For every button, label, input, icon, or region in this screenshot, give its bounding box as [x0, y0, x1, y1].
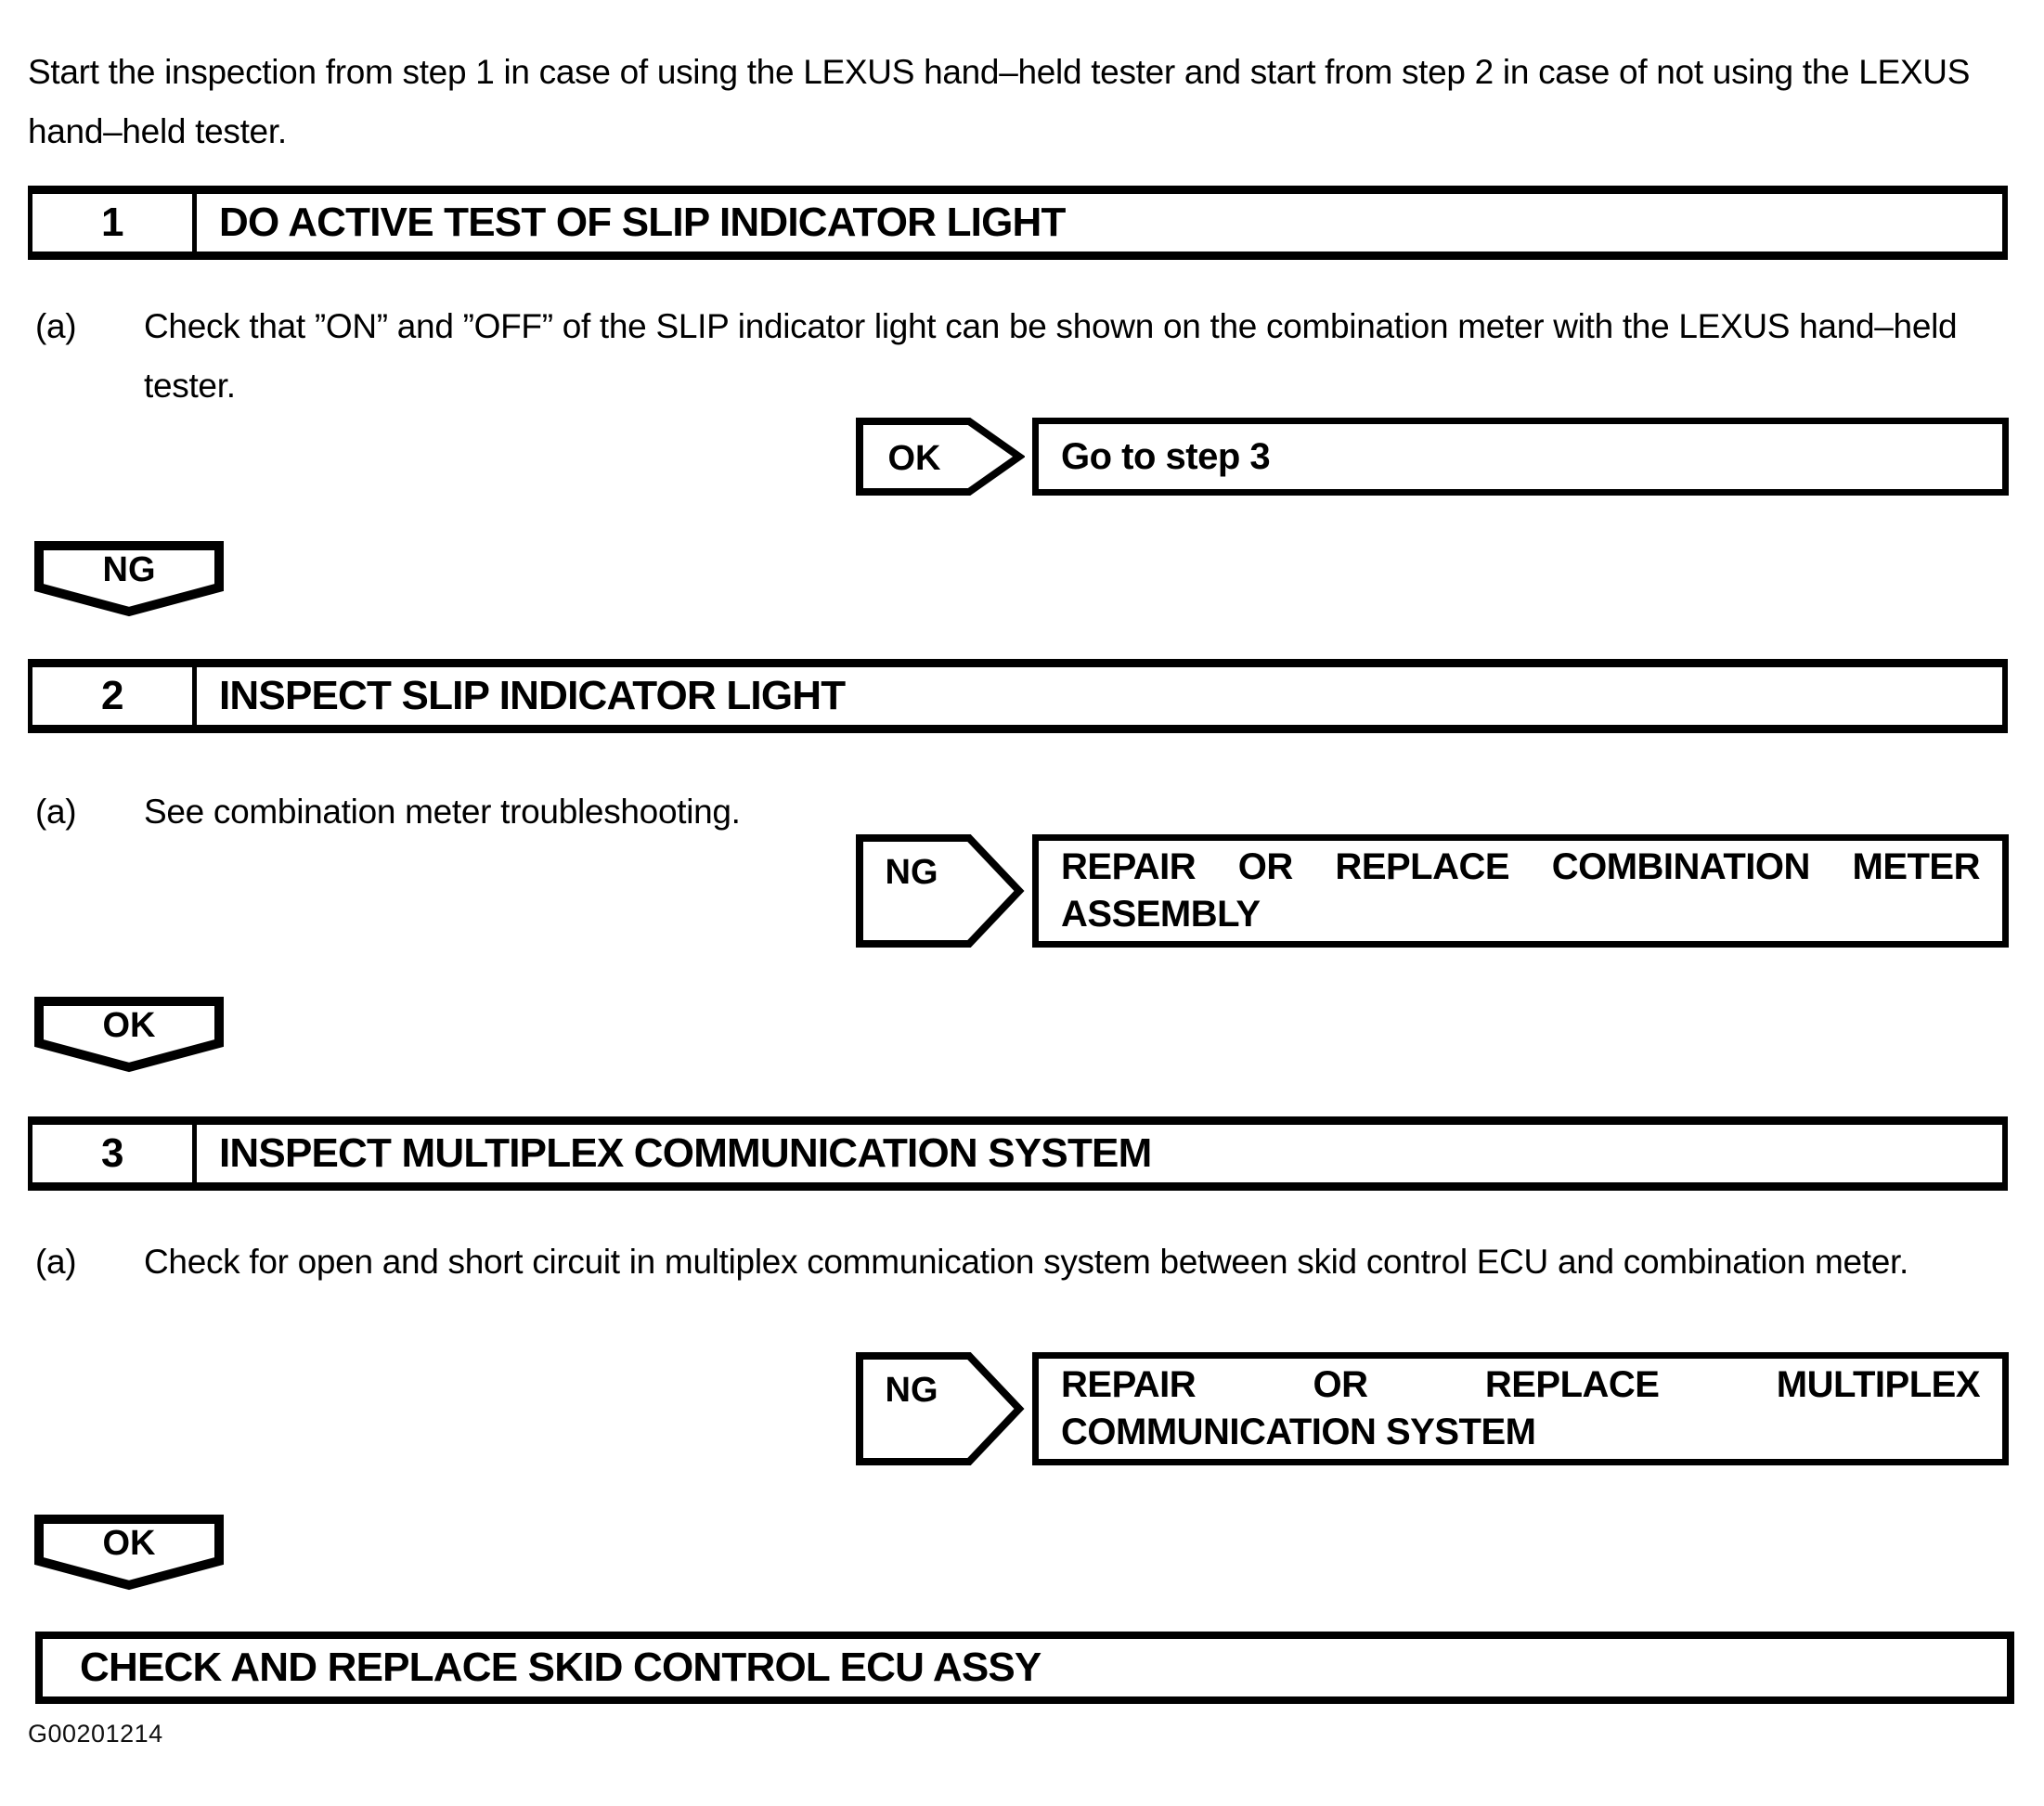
ng-arrow-icon: NG — [856, 1352, 1025, 1465]
ok-banner-label: OK — [103, 1006, 157, 1045]
ok-banner-icon: OK — [34, 997, 224, 1073]
ok-arrow-icon: OK — [856, 418, 1025, 496]
step-1-result-box: Go to step 3 — [1032, 418, 2009, 496]
step-2-result-box: REPAIR OR REPLACE COMBINATION METER ASSE… — [1032, 834, 2009, 948]
step-2-item-text: See combination meter troubleshooting. — [144, 793, 741, 831]
result-line: ASSEMBLY — [1061, 894, 1261, 935]
step-3-header-box: 3 INSPECT MULTIPLEX COMMUNICATION SYSTEM — [28, 1116, 2008, 1191]
step-3-result-box: REPAIR OR REPLACE MULTIPLEX COMMUNICATIO… — [1032, 1352, 2009, 1465]
intro-paragraph: Start the inspection from step 1 in case… — [28, 53, 1971, 150]
step-2-header-box: 2 INSPECT SLIP INDICATOR LIGHT — [28, 659, 2008, 733]
ng-arrow-icon: NG — [856, 834, 1025, 948]
ng-arrow-label: NG — [886, 853, 938, 892]
step-3-item-text: Check for open and short circuit in mult… — [144, 1243, 1908, 1281]
step-1-item-label: (a) — [35, 307, 77, 345]
ng-arrow-label: NG — [886, 1371, 938, 1410]
ng-banner-icon: NG — [34, 541, 224, 617]
step-1-item-text: Check that ”ON” and ”OFF” of the SLIP in… — [144, 307, 1958, 405]
result-line: REPAIR OR REPLACE COMBINATION METER — [1061, 846, 1981, 887]
step-2-number: 2 — [32, 667, 197, 725]
step-2-title: INSPECT SLIP INDICATOR LIGHT — [219, 673, 846, 718]
figure-code: G00201214 — [28, 1720, 163, 1748]
step-3-number: 3 — [32, 1125, 197, 1182]
result-line: REPAIR OR REPLACE MULTIPLEX — [1061, 1364, 1981, 1405]
step-1-header-box: 1 DO ACTIVE TEST OF SLIP INDICATOR LIGHT — [28, 186, 2008, 260]
ok-banner-label: OK — [103, 1524, 157, 1563]
final-action-box: CHECK AND REPLACE SKID CONTROL ECU ASSY — [35, 1632, 2014, 1704]
ok-arrow-label: OK — [888, 439, 942, 478]
ng-banner-label: NG — [103, 550, 156, 589]
result-line: COMMUNICATION SYSTEM — [1061, 1412, 1536, 1452]
step-1-number: 1 — [32, 194, 197, 252]
step-3-item-label: (a) — [35, 1243, 77, 1281]
ok-banner-icon: OK — [34, 1515, 224, 1591]
result-line: Go to step 3 — [1061, 435, 1271, 477]
step-1-title: DO ACTIVE TEST OF SLIP INDICATOR LIGHT — [219, 200, 1066, 245]
step-3-title: INSPECT MULTIPLEX COMMUNICATION SYSTEM — [219, 1130, 1152, 1176]
step-2-item-label: (a) — [35, 793, 77, 831]
